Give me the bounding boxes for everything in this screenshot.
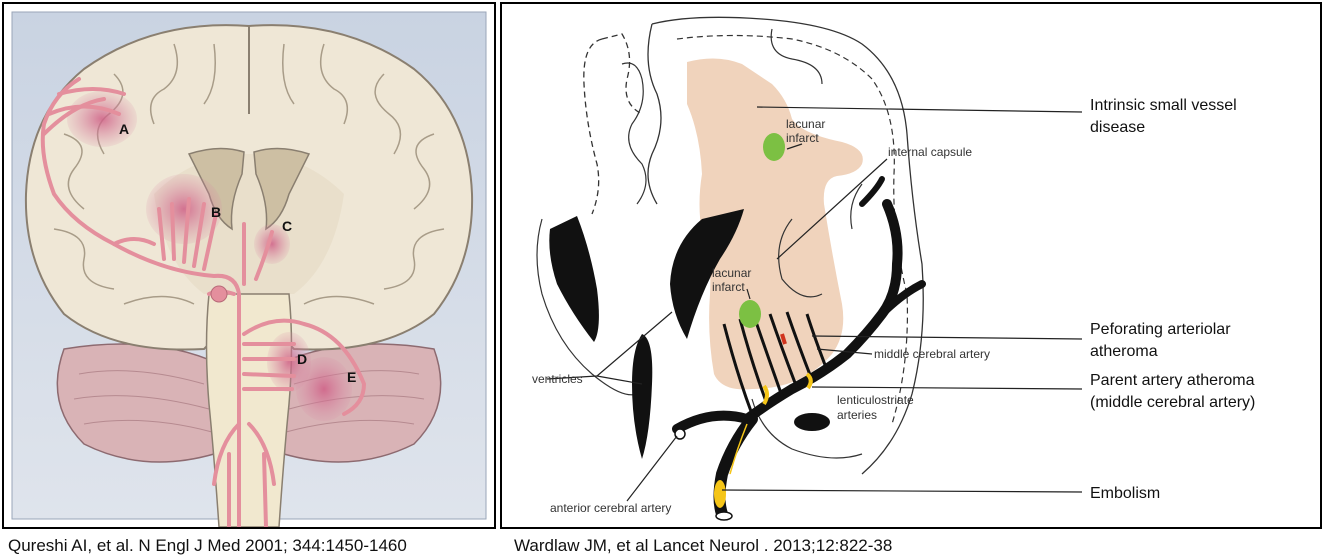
label-internal-capsule: internal capsule [888, 145, 972, 159]
label-a: A [119, 121, 129, 137]
ventricle-right-lateral [670, 209, 744, 339]
embolism-clot [714, 480, 726, 508]
embolism-path [729, 423, 748, 475]
callout-perforating-1: Peforating arteriolar [1090, 321, 1231, 338]
cortex-outline-dashed-top [601, 33, 643, 115]
lenticulostriate-arteries [722, 311, 829, 415]
label-anterior-cerebral-artery: anterior cerebral artery [550, 501, 671, 515]
label-lacunar-infarct-mid-2: infarct [712, 280, 745, 294]
anterior-cerebral-artery-cut [674, 428, 686, 440]
callout-embolism: Embolism [1090, 485, 1160, 502]
medial-outline [647, 23, 662, 205]
gyrus-outline-top [770, 28, 823, 85]
cortex-outline-dashed-inner [676, 34, 909, 425]
artery-junction [210, 285, 228, 303]
label-lacunar-infarct-mid-1: lacunar [712, 266, 751, 280]
callout-parent-2: (middle cerebral artery) [1090, 394, 1255, 411]
infarct-region-e [296, 357, 352, 421]
parent-artery-atheroma-1 [762, 384, 769, 406]
putamen-outline [778, 218, 823, 298]
label-lenticulostriate-2: arteries [837, 408, 877, 422]
cortex-outline-dashed-left [583, 38, 603, 215]
perforating-atheroma-mark [780, 333, 787, 345]
label-b: B [211, 204, 221, 220]
gyri [53, 43, 445, 305]
ventricle-left-lateral [549, 216, 599, 342]
insula-outline [850, 183, 863, 230]
label-c: C [282, 218, 292, 234]
mca-origin-cut [715, 511, 733, 521]
label-lenticulostriate-1: lenticulostriate [837, 393, 914, 407]
callout-intrinsic-2: disease [1090, 119, 1145, 136]
internal-capsule-region [687, 58, 863, 390]
cortex-outline-solid [651, 16, 924, 475]
lacunar-infarct-mid [739, 300, 761, 328]
callout-intrinsic-1: Intrinsic small vessel [1090, 97, 1237, 114]
slice-outline-left [536, 218, 638, 396]
lower-outline [751, 398, 863, 459]
infarct-region-b [146, 174, 222, 244]
lacunar-infarct-top [763, 133, 785, 161]
citation-right: Wardlaw JM, et al Lancet Neurol . 2013;1… [514, 536, 893, 555]
small-vessel-disease-schematic: lacunar infarct internal capsule lacunar… [532, 16, 1255, 521]
callout-parent-1: Parent artery atheroma [1090, 372, 1255, 389]
label-e: E [347, 369, 356, 385]
label-lacunar-infarct-top-1: lacunar [786, 117, 825, 131]
arteries [40, 77, 367, 527]
callout-lines [546, 106, 1083, 502]
lenticulostriate-cross-section [794, 413, 830, 431]
callout-perforating-2: atheroma [1090, 343, 1158, 360]
label-ventricles: ventricles [532, 372, 583, 386]
brain-coronal-illustration: A B C D E [11, 11, 487, 527]
small-vessel-disease-schematic-panel: lacunar infarct internal capsule lacunar… [500, 2, 1322, 529]
sulcus-outline [621, 62, 647, 205]
label-lacunar-infarct-top-2: infarct [786, 131, 819, 145]
citation-left: Qureshi AI, et al. N Engl J Med 2001; 34… [8, 536, 407, 555]
parent-artery-atheroma-2 [805, 372, 813, 390]
brain-coronal-illustration-panel: A B C D E [2, 2, 496, 529]
third-ventricle [632, 334, 653, 459]
label-middle-cerebral-artery: middle cerebral artery [874, 347, 990, 361]
infarct-region-c [254, 224, 290, 264]
label-d: D [297, 351, 307, 367]
